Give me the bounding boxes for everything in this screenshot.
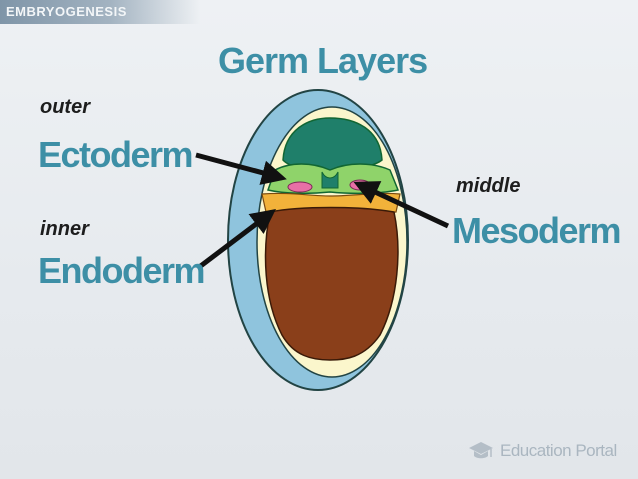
ectoderm-qualifier: outer [40, 96, 90, 118]
notochord-notch [321, 171, 339, 189]
endoderm-arrow [196, 208, 276, 270]
ectoderm-arrow [195, 152, 287, 185]
yolk-mass [264, 206, 399, 361]
diagram-title: Germ Layers [218, 40, 428, 81]
ectoderm-label: Ectoderm [38, 134, 194, 175]
graduation-cap-icon [469, 442, 493, 459]
logo-text: Education Portal [500, 441, 617, 460]
mesoderm-qualifier: middle [456, 175, 521, 197]
section-banner: EMBRYOGENESIS [0, 0, 200, 24]
banner-title: EMBRYOGENESIS [6, 4, 127, 19]
mesoderm-patch-left [287, 181, 313, 193]
mesoderm-arrow [353, 181, 450, 229]
endoderm-label: Endoderm [38, 250, 206, 291]
mesoderm-label: Mesoderm [452, 210, 622, 251]
education-portal-logo: Education Portal [468, 440, 617, 462]
endoderm-qualifier: inner [40, 218, 89, 240]
